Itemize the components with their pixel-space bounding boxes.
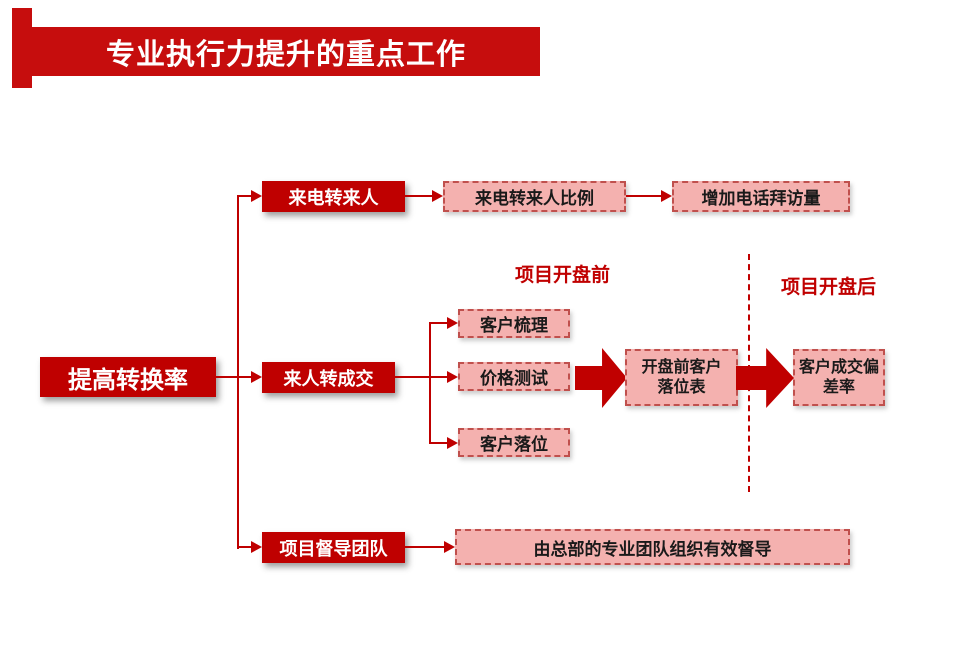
price-testing-label: 价格测试 (480, 369, 548, 388)
connector-main-vertical (237, 195, 239, 549)
phase-label-before-opening: 项目开盘前 (515, 265, 611, 286)
connector-branch3-detail (405, 546, 444, 548)
increase-phone-visits-label: 增加电话拜访量 (701, 189, 821, 208)
branch2-node-visit-to-deal: 来人转成交 (262, 362, 395, 393)
node-customer-sorting: 客户梳理 (458, 309, 570, 338)
phase-label-after-opening: 项目开盘后 (781, 277, 877, 298)
page-title: 专业执行力提升的重点工作 (105, 38, 466, 71)
connector-sub-vertical (429, 323, 431, 444)
root-node-label: 提高转换率 (68, 366, 188, 394)
arrowhead-ratio-icon (432, 190, 443, 202)
branch3-label: 项目督导团队 (279, 538, 388, 559)
branch2-label: 来人转成交 (283, 368, 374, 389)
arrowhead-action-icon (661, 190, 672, 202)
arrowhead-price-icon (447, 371, 458, 383)
node-pre-opening-table: 开盘前客户 落位表 (625, 349, 738, 406)
deal-deviation-rate-label: 客户成交偏 差率 (798, 358, 879, 396)
node-customer-positioning: 客户落位 (458, 428, 570, 457)
arrowhead-branch2-icon (251, 371, 262, 383)
customer-positioning-label: 客户落位 (480, 435, 548, 454)
big-arrow-to-deviation-icon (736, 348, 794, 408)
node-deal-deviation-rate: 客户成交偏 差率 (793, 349, 885, 406)
connector-to-branch1 (237, 195, 251, 197)
node-call-visit-ratio: 来电转来人比例 (443, 181, 626, 212)
connector-to-branch3 (237, 546, 251, 548)
arrowhead-supervision-icon (444, 541, 455, 553)
arrowhead-branch3-icon (251, 541, 262, 553)
connector-branch2-sub (395, 376, 431, 378)
customer-sorting-label: 客户梳理 (480, 316, 548, 335)
big-arrow-to-pretable-icon (575, 348, 627, 408)
branch1-label: 来电转来人 (288, 187, 379, 208)
arrowhead-branch1-icon (251, 190, 262, 202)
hq-supervision-detail-label: 由总部的专业团队组织有效督导 (533, 539, 772, 559)
root-node-improve-conversion: 提高转换率 (40, 357, 216, 397)
connector-to-sort (429, 322, 447, 324)
branch3-node-supervision-team: 项目督导团队 (262, 532, 405, 563)
node-hq-supervision-detail: 由总部的专业团队组织有效督导 (455, 529, 850, 565)
connector-branch1-ratio (405, 195, 432, 197)
connector-to-price (429, 376, 447, 378)
call-visit-ratio-label: 来电转来人比例 (475, 189, 594, 208)
arrowhead-sort-icon (447, 317, 458, 329)
title-accent-bar (12, 8, 32, 88)
pre-opening-table-label: 开盘前客户 落位表 (641, 358, 722, 396)
connector-to-position (429, 442, 447, 444)
connector-root-to-branch2 (216, 376, 251, 378)
title-banner: 专业执行力提升的重点工作 (32, 27, 540, 76)
node-price-testing: 价格测试 (458, 362, 570, 391)
node-increase-phone-visits: 增加电话拜访量 (672, 181, 850, 212)
arrowhead-position-icon (447, 437, 458, 449)
connector-ratio-action (626, 195, 661, 197)
branch1-node-call-to-visit: 来电转来人 (262, 181, 405, 212)
